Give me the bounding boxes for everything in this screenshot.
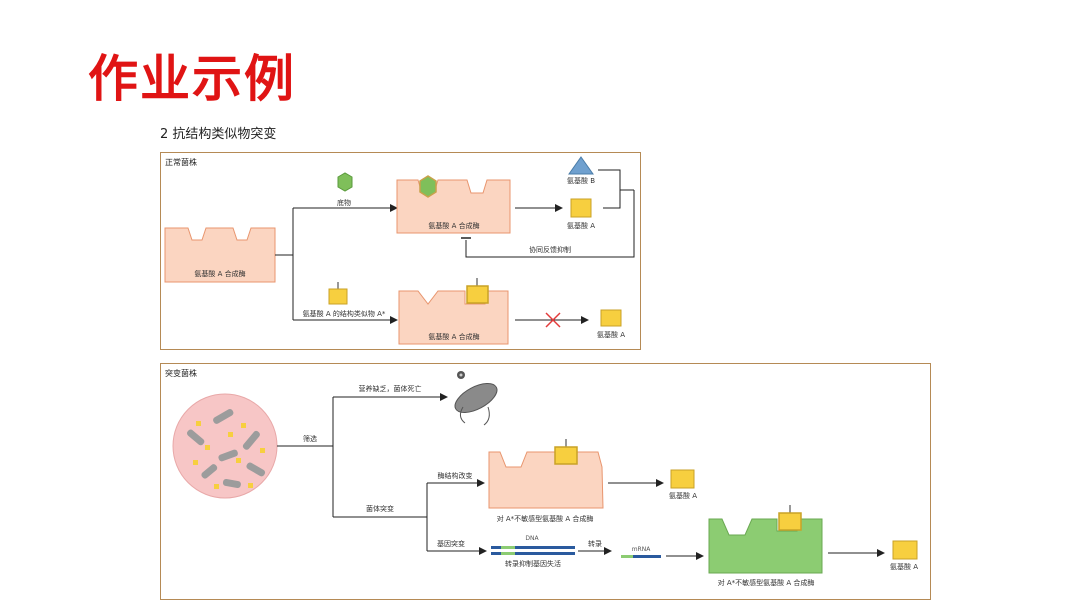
feedback-bracket [598, 169, 621, 209]
amino-acid-a-square-icon [670, 469, 695, 489]
transcription-label: 转录 [588, 539, 602, 548]
page-subtitle: 2 抗结构类似物突变 [160, 127, 277, 142]
mrna-strand-icon [621, 555, 661, 558]
analog-a-star-icon [328, 288, 348, 305]
petri-dish-icon [172, 393, 278, 499]
green-enzyme-shape [708, 518, 823, 574]
unbound-analog-icon [554, 446, 578, 465]
mutant-strain-panel-label: 突变菌株 [165, 369, 197, 378]
death-label: 营养缺乏，菌体死亡 [359, 384, 422, 393]
enzyme-base-label: 氨基酸 A 合成酶 [194, 269, 245, 278]
page-title: 作业示例 [88, 50, 296, 108]
dna-label: DNA [525, 535, 539, 542]
dna-caption: 转录抑制基因失活 [505, 559, 561, 568]
amino-acid-a-square-icon [892, 540, 918, 560]
normal-strain-panel-label: 正常菌株 [165, 158, 197, 167]
product-a-label-2: 氨基酸 A [890, 562, 918, 571]
feedback-inhibition-line [465, 190, 635, 258]
analog-label: 氨基酸 A 的结构类似物 A* [303, 309, 386, 318]
amino-acid-a-square-icon [570, 198, 592, 218]
amino-acid-a-square-icon [600, 309, 622, 327]
dead-bacterium-icon [454, 371, 498, 426]
feedback-label: 协同反馈抑制 [529, 245, 571, 254]
insensitive-enzyme-label-2: 对 A*不敏感型氨基酸 A 合成酶 [718, 578, 815, 587]
amino-acid-b-triangle-icon [568, 156, 594, 175]
bound-hexagon-icon [419, 175, 437, 198]
gene-mutation-label: 基因突变 [437, 539, 465, 548]
mrna-label: mRNA [632, 546, 652, 553]
screen-label: 筛选 [303, 434, 317, 443]
substrate-label: 底物 [337, 198, 351, 207]
insensitive-enzyme-shape [488, 451, 604, 509]
enzyme-shape-base [164, 227, 276, 283]
cross-icon [545, 312, 561, 328]
enzyme-bottom-label: 氨基酸 A 合成酶 [428, 332, 479, 341]
product-a-label-1: 氨基酸 A [669, 491, 697, 500]
insensitive-enzyme-label-1: 对 A*不敏感型氨基酸 A 合成酶 [497, 514, 594, 523]
dna-strand-icon [491, 546, 575, 555]
unbound-analog-icon [778, 512, 802, 531]
mutation-label: 菌体突变 [366, 504, 394, 513]
structure-change-label: 酶结构改变 [438, 471, 473, 480]
enzyme-top-label: 氨基酸 A 合成酶 [428, 221, 479, 230]
amino-acid-b-label: 氨基酸 B [567, 176, 595, 185]
substrate-hexagon-icon [337, 172, 353, 192]
enzyme-shape-bottom [398, 290, 509, 345]
amino-acid-a-label-top: 氨基酸 A [567, 221, 595, 230]
bound-analog-icon [466, 285, 489, 304]
amino-acid-a-label-bottom: 氨基酸 A [597, 330, 625, 339]
